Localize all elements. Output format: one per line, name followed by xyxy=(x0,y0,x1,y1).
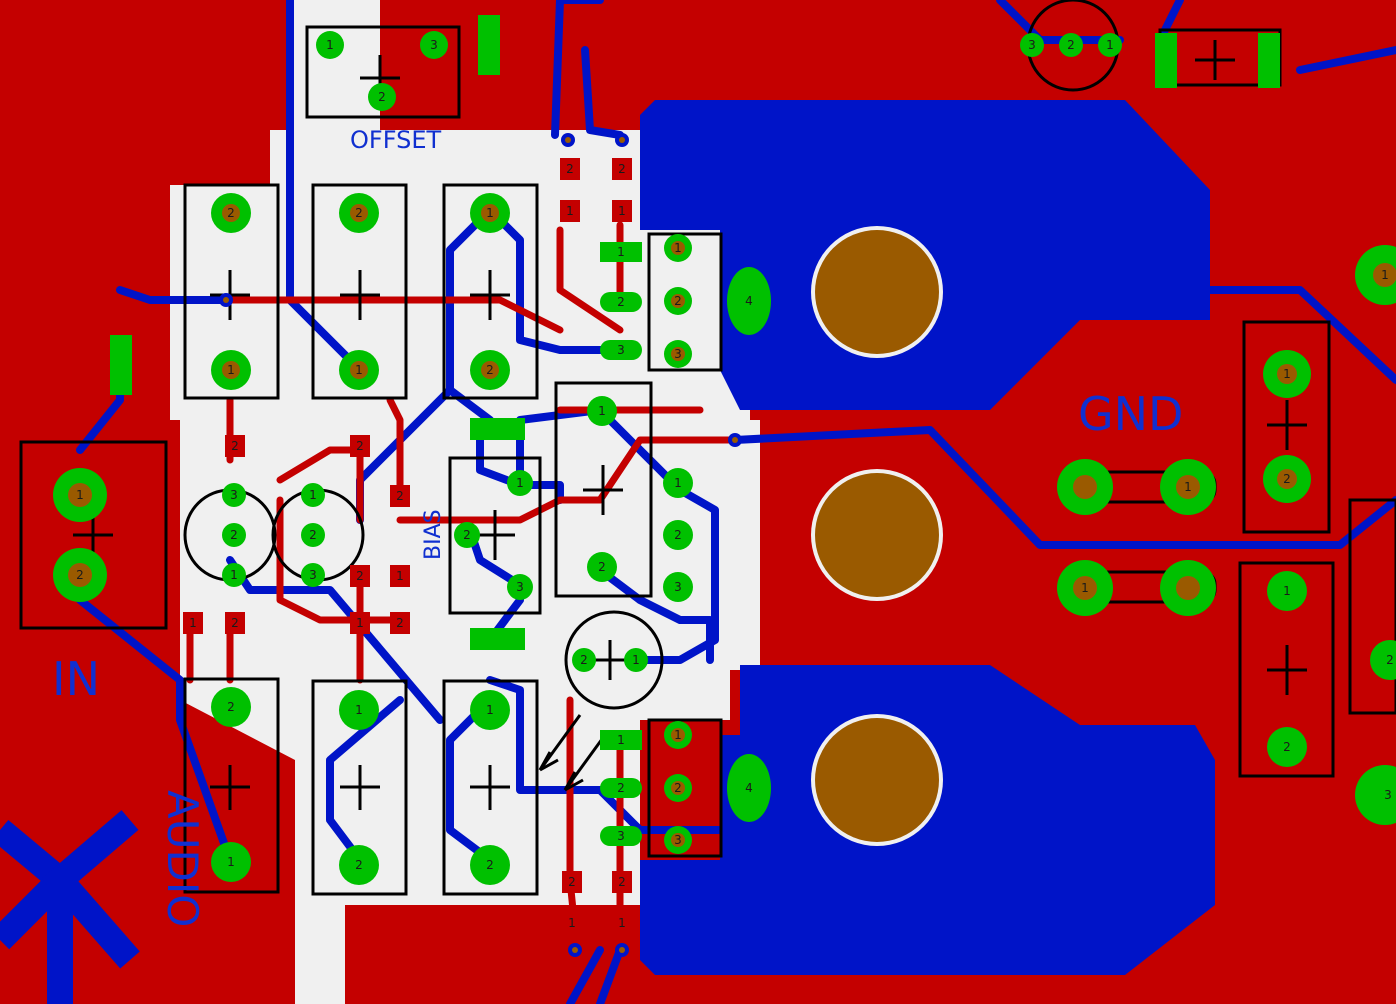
svg-text:3: 3 xyxy=(674,347,682,361)
svg-text:1: 1 xyxy=(617,733,625,747)
svg-text:3: 3 xyxy=(674,580,682,594)
svg-text:2: 2 xyxy=(355,858,363,872)
svg-text:2: 2 xyxy=(230,528,238,542)
svg-text:1: 1 xyxy=(674,241,682,255)
svg-text:1: 1 xyxy=(632,653,640,667)
svg-text:2: 2 xyxy=(618,875,626,889)
svg-text:2: 2 xyxy=(231,439,239,453)
svg-text:3: 3 xyxy=(230,488,238,502)
svg-text:1: 1 xyxy=(76,488,84,502)
svg-text:1: 1 xyxy=(566,204,574,218)
svg-text:1: 1 xyxy=(309,488,317,502)
svg-text:2: 2 xyxy=(355,206,363,220)
svg-text:1: 1 xyxy=(618,916,626,930)
svg-text:1: 1 xyxy=(1106,38,1114,52)
svg-text:1: 1 xyxy=(1184,480,1192,494)
svg-text:2: 2 xyxy=(568,875,576,889)
svg-text:1: 1 xyxy=(1283,584,1291,598)
svg-text:3: 3 xyxy=(617,829,625,843)
pad-offset-3: 3 xyxy=(420,31,448,59)
pad-offset-2: 2 xyxy=(368,83,396,111)
svg-text:2: 2 xyxy=(1283,472,1291,486)
mounting-holes xyxy=(811,226,943,846)
brand-label: AUDIO xyxy=(158,790,207,927)
svg-text:2: 2 xyxy=(1067,38,1075,52)
brand-logo xyxy=(0,810,140,1004)
svg-text:1: 1 xyxy=(1381,268,1389,282)
svg-text:1: 1 xyxy=(356,616,364,630)
svg-text:1: 1 xyxy=(355,363,363,377)
svg-text:2: 2 xyxy=(356,439,364,453)
vias xyxy=(219,133,742,957)
svg-text:3: 3 xyxy=(674,833,682,847)
svg-text:2: 2 xyxy=(396,489,404,503)
svg-text:1: 1 xyxy=(598,404,606,418)
svg-text:1: 1 xyxy=(1081,581,1089,595)
svg-text:2: 2 xyxy=(566,162,574,176)
svg-text:1: 1 xyxy=(516,476,524,490)
svg-text:2: 2 xyxy=(463,528,471,542)
svg-text:1: 1 xyxy=(227,363,235,377)
svg-text:2: 2 xyxy=(674,528,682,542)
svg-text:2: 2 xyxy=(580,653,588,667)
in-label: IN xyxy=(52,652,100,706)
svg-text:1: 1 xyxy=(486,703,494,717)
gnd-label: GND xyxy=(1078,387,1183,441)
top-clearance xyxy=(290,0,380,130)
svg-text:2: 2 xyxy=(396,616,404,630)
svg-text:2: 2 xyxy=(486,363,494,377)
svg-text:2: 2 xyxy=(356,569,364,583)
polarity-marks xyxy=(73,40,1307,810)
svg-text:4: 4 xyxy=(745,294,753,308)
svg-text:1: 1 xyxy=(189,616,197,630)
offset-label: OFFSET xyxy=(350,126,441,154)
svg-text:3: 3 xyxy=(430,38,438,52)
svg-text:4: 4 xyxy=(745,781,753,795)
svg-text:2: 2 xyxy=(617,295,625,309)
svg-text:3: 3 xyxy=(1028,38,1036,52)
svg-text:2: 2 xyxy=(76,568,84,582)
svg-text:2: 2 xyxy=(486,858,494,872)
svg-text:2: 2 xyxy=(231,616,239,630)
through-hole-pads: 1 3 2 2 1 2 1 1 2 1 2 3 2 1 1 2 3 1 2 1 … xyxy=(53,31,1396,885)
svg-text:3: 3 xyxy=(1384,788,1392,802)
svg-text:2: 2 xyxy=(227,206,235,220)
svg-text:1: 1 xyxy=(568,916,576,930)
svg-text:2: 2 xyxy=(227,700,235,714)
svg-text:1: 1 xyxy=(355,703,363,717)
svg-text:2: 2 xyxy=(674,294,682,308)
smd-pads: 2 2 1 1 2 2 2 2 1 1 2 1 2 2 2 1 1 xyxy=(183,158,632,934)
svg-text:1: 1 xyxy=(396,569,404,583)
svg-text:2: 2 xyxy=(618,162,626,176)
svg-text:3: 3 xyxy=(617,343,625,357)
svg-text:2: 2 xyxy=(598,560,606,574)
bias-label: BIAS xyxy=(421,509,446,560)
svg-text:1: 1 xyxy=(674,476,682,490)
svg-text:1: 1 xyxy=(326,38,334,52)
svg-text:3: 3 xyxy=(309,568,317,582)
svg-text:1: 1 xyxy=(486,206,494,220)
svg-text:1: 1 xyxy=(227,855,235,869)
pad-offset-1: 1 xyxy=(316,31,344,59)
svg-text:1: 1 xyxy=(617,245,625,259)
svg-text:2: 2 xyxy=(378,90,386,104)
svg-text:2: 2 xyxy=(617,781,625,795)
svg-text:1: 1 xyxy=(618,204,626,218)
svg-text:2: 2 xyxy=(1386,653,1394,667)
svg-text:1: 1 xyxy=(230,568,238,582)
svg-text:3: 3 xyxy=(516,580,524,594)
svg-text:2: 2 xyxy=(1283,740,1291,754)
svg-text:2: 2 xyxy=(309,528,317,542)
svg-text:1: 1 xyxy=(674,728,682,742)
silkscreen xyxy=(19,0,1396,896)
green-smd-pads: 1 2 3 1 2 3 xyxy=(110,15,1280,846)
svg-text:1: 1 xyxy=(1283,367,1291,381)
svg-text:2: 2 xyxy=(674,781,682,795)
led-arrows xyxy=(538,714,607,792)
